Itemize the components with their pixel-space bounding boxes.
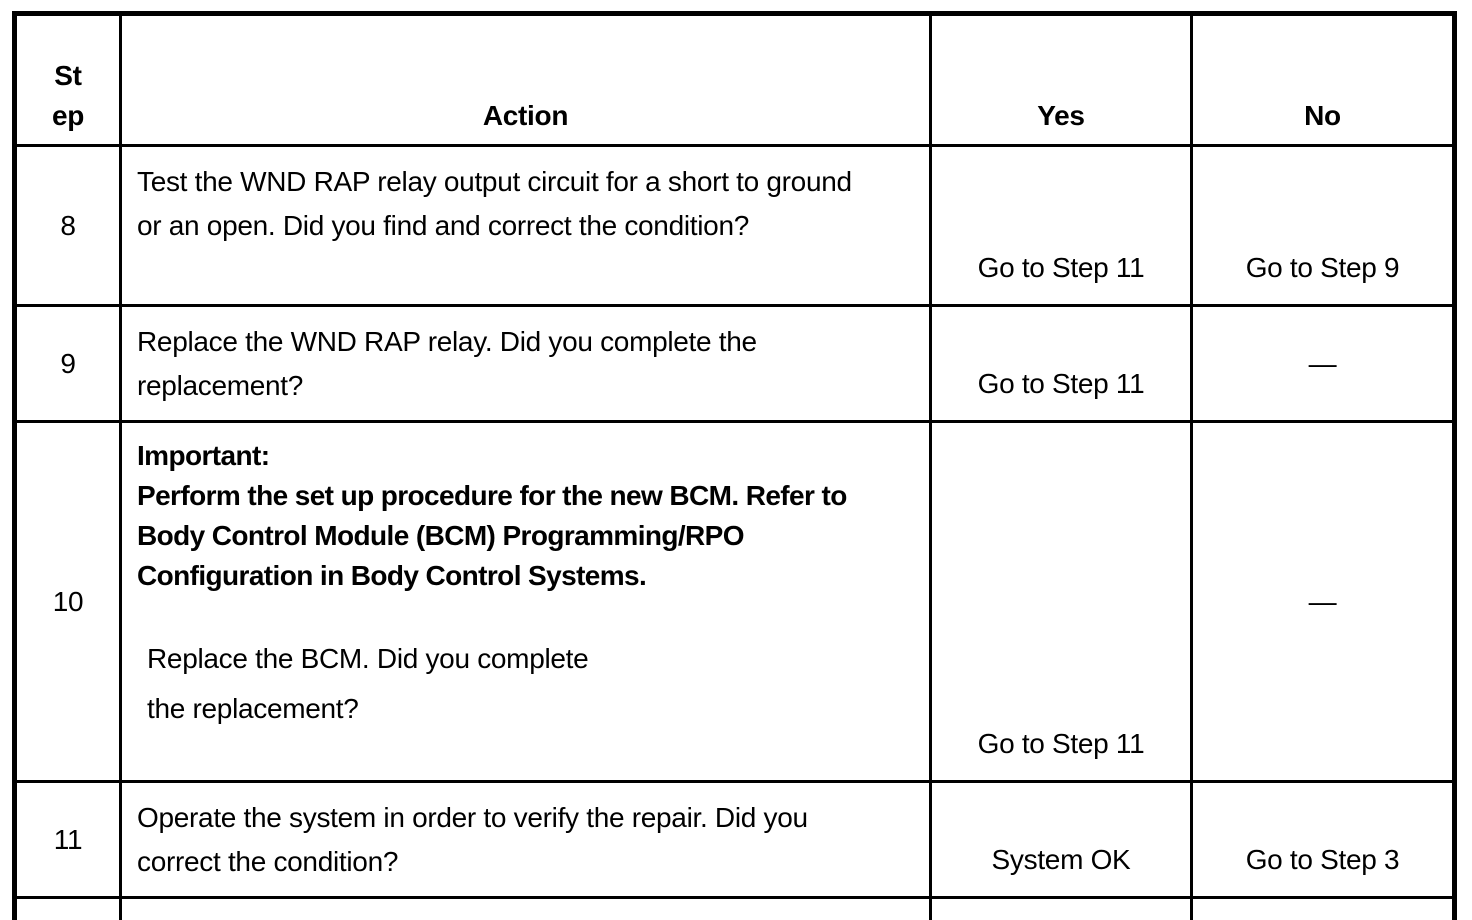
- action-text: Replace the WND RAP relay. Did you compl…: [119, 304, 932, 423]
- action-line: replacement?: [137, 370, 304, 401]
- header-action: Action: [119, 12, 932, 147]
- action-text: Operate the system in order to verify th…: [119, 780, 932, 899]
- step-number: 10: [13, 420, 122, 783]
- empty-cell: [929, 896, 1193, 920]
- step-number: 8: [13, 144, 122, 307]
- diagnostic-step-table: St ep Action Yes No 8 Test the WND RAP r…: [12, 11, 1457, 920]
- action-line: Operate the system in order to verify th…: [137, 802, 808, 833]
- no-result: Go to Step 9: [1190, 144, 1456, 307]
- table-row-step-11: 11 Operate the system in order to verify…: [13, 780, 1456, 899]
- table-row-step-10: 10 Important: Perform the set up procedu…: [13, 420, 1456, 783]
- no-result-dash: —: [1190, 420, 1456, 783]
- step-number: 9: [13, 304, 122, 423]
- header-step: St ep: [13, 12, 122, 147]
- yes-result: Go to Step 11: [929, 420, 1193, 783]
- important-line: Configuration in Body Control Systems.: [137, 560, 647, 591]
- important-note: Important: Perform the set up procedure …: [137, 436, 919, 596]
- action-line: Replace the WND RAP relay. Did you compl…: [137, 326, 757, 357]
- no-result-dash: —: [1190, 304, 1456, 423]
- yes-result: System OK: [929, 780, 1193, 899]
- action-line: Replace the BCM. Did you complete: [147, 643, 589, 674]
- important-line: Perform the set up procedure for the new…: [137, 480, 847, 511]
- table-row-partial-cutoff: [13, 896, 1456, 920]
- yes-result: Go to Step 11: [929, 304, 1193, 423]
- header-no: No: [1190, 12, 1456, 147]
- action-text: Important: Perform the set up procedure …: [119, 420, 932, 783]
- action-line: correct the condition?: [137, 846, 399, 877]
- header-yes: Yes: [929, 12, 1193, 147]
- yes-result: Go to Step 11: [929, 144, 1193, 307]
- action-text: Test the WND RAP relay output circuit fo…: [119, 144, 932, 307]
- action-line: Test the WND RAP relay output circuit fo…: [137, 166, 852, 197]
- header-step-line2: ep: [51, 100, 85, 131]
- action-line: the replacement?: [147, 693, 359, 724]
- important-label: Important:: [137, 440, 270, 471]
- header-step-line1: St: [54, 60, 82, 91]
- empty-cell: [1190, 896, 1456, 920]
- table-row-step-8: 8 Test the WND RAP relay output circuit …: [13, 144, 1456, 307]
- table-header-row: St ep Action Yes No: [13, 12, 1456, 147]
- empty-cell: [119, 896, 932, 920]
- action-line: or an open. Did you find and correct the…: [137, 210, 749, 241]
- important-line: Body Control Module (BCM) Programming/RP…: [137, 520, 745, 551]
- step-number: 11: [13, 780, 122, 899]
- empty-cell: [13, 896, 122, 920]
- table-row-step-9: 9 Replace the WND RAP relay. Did you com…: [13, 304, 1456, 423]
- no-result: Go to Step 3: [1190, 780, 1456, 899]
- action-paragraph: Replace the BCM. Did you complete the re…: [137, 634, 919, 734]
